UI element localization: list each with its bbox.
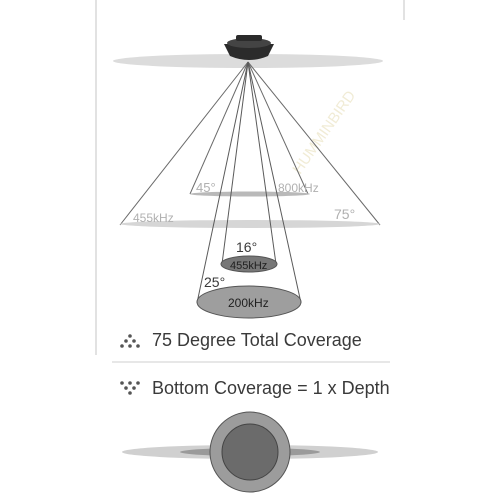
triangle-dots-icon — [118, 333, 142, 349]
down-outer-angle-label: 25° — [204, 274, 225, 290]
down-inner-angle-label: 16° — [236, 239, 257, 255]
inverted-triangle-dots-icon — [118, 380, 142, 396]
transducer-icon — [224, 35, 274, 60]
down-inner-freq-label: 455kHz — [230, 260, 267, 272]
wide-cone-inner — [189, 61, 310, 197]
total-coverage-label: 75 Degree Total Coverage — [152, 330, 362, 350]
wide-outer-freq-label: 455kHz — [133, 211, 174, 225]
watermark: HUMMINBIRD — [289, 88, 359, 178]
wide-inner-angle-label: 45° — [196, 180, 216, 195]
water-surface — [113, 54, 383, 68]
down-outer-freq-label: 200kHz — [228, 296, 269, 310]
wide-inner-freq-label: 800kHz — [278, 181, 319, 195]
wide-cone-outer — [119, 61, 381, 228]
bottom-coverage-view — [122, 411, 378, 493]
bottom-coverage-label: Bottom Coverage = 1 x Depth — [152, 378, 390, 398]
down-cone-inner — [220, 61, 278, 273]
wide-outer-angle-label: 75° — [334, 206, 355, 222]
down-cone-outer — [196, 61, 302, 319]
